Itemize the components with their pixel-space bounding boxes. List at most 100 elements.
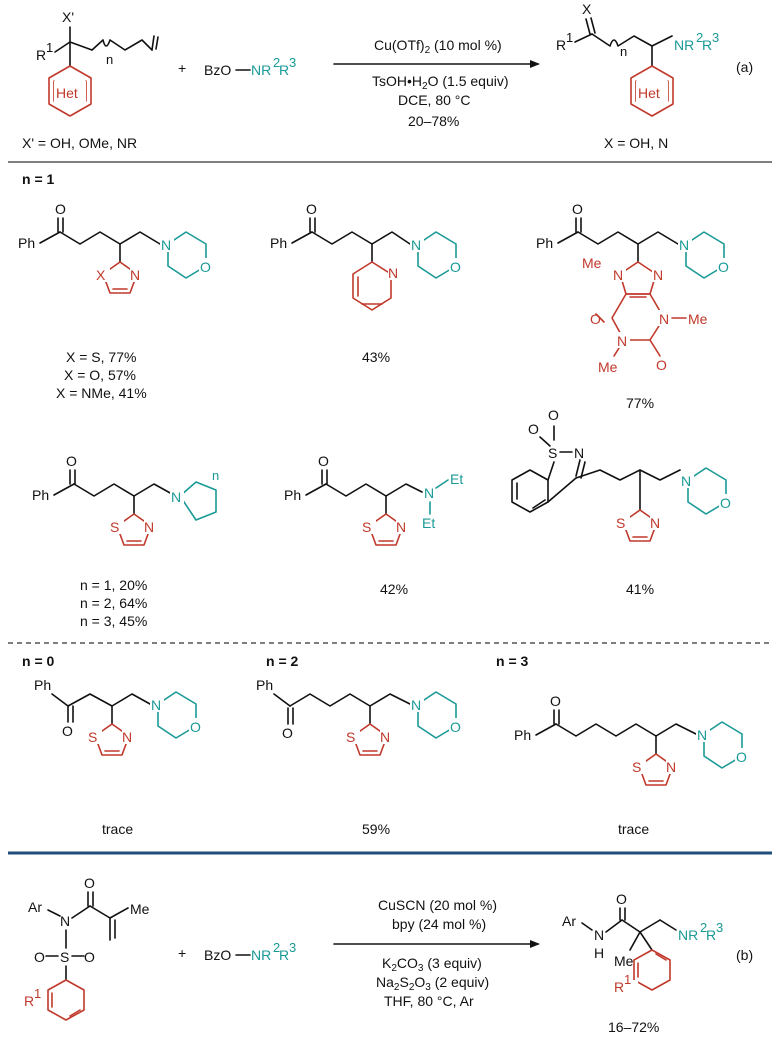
svg-text:N: N: [122, 729, 132, 745]
svg-text:O: O: [66, 453, 77, 469]
svg-text:BzO: BzO: [204, 947, 231, 963]
compound-n0: Ph O S N N O trace: [34, 677, 203, 837]
svg-text:Me: Me: [614, 953, 634, 969]
svg-text:N: N: [60, 913, 70, 929]
svg-text:O: O: [84, 949, 95, 965]
svg-text:N: N: [411, 237, 421, 253]
svg-text:N: N: [388, 265, 398, 281]
svg-text:R: R: [279, 947, 289, 963]
compound-n2: Ph O S N N O 59%: [256, 677, 463, 837]
yield-n2: 59%: [362, 821, 390, 837]
svg-text:O: O: [450, 259, 461, 275]
svg-text:O: O: [450, 719, 461, 735]
svg-text:N: N: [130, 267, 140, 283]
svg-text:77%: 77%: [626, 395, 654, 411]
svg-text:N: N: [151, 697, 161, 713]
svg-text:Ph: Ph: [34, 677, 51, 693]
svg-text:N: N: [574, 445, 584, 461]
svg-text:Het: Het: [638, 85, 660, 101]
svg-text:R: R: [556, 37, 566, 53]
svg-text:TsOH•H2O (1.5 equiv): TsOH•H2O (1.5 equiv): [372, 73, 509, 92]
svg-text:Ph: Ph: [18, 235, 35, 251]
svg-text:Ph: Ph: [514, 727, 531, 743]
svg-text:2: 2: [700, 920, 707, 935]
svg-text:N: N: [171, 489, 181, 505]
svg-text:O: O: [62, 723, 73, 739]
svg-text:X: X: [582, 1, 592, 17]
svg-text:n = 1, 20%: n = 1, 20%: [80, 577, 147, 593]
svg-text:1: 1: [566, 30, 573, 45]
scheme-a-starting-material: X' R 1 n Het X' = OH, OMe, NR: [22, 9, 159, 151]
svg-text:Et: Et: [450, 471, 463, 487]
svg-text:S: S: [110, 519, 119, 535]
scheme-b-label: (b): [736, 947, 753, 963]
svg-text:42%: 42%: [380, 581, 408, 597]
svg-text:R: R: [702, 37, 712, 53]
svg-text:DCE, 80 °C: DCE, 80 °C: [398, 92, 471, 108]
svg-text:n: n: [106, 52, 113, 67]
svg-text:O: O: [84, 875, 95, 891]
svg-text:O: O: [528, 421, 539, 437]
svg-text:N: N: [380, 729, 390, 745]
scheme-a: X' R 1 n Het X' = OH, OMe, NR + BzO NR 2: [22, 1, 753, 151]
scheme-a-reagent: BzO NR 2 R 3: [204, 55, 296, 78]
svg-text:n: n: [212, 468, 219, 483]
compound-thiazole-cycloamine: Ph O S N N n n = 1, 20% n = 2, 64% n = 3…: [32, 453, 219, 629]
svg-text:n = 3, 45%: n = 3, 45%: [80, 613, 147, 629]
svg-text:S: S: [346, 729, 355, 745]
svg-text:O: O: [550, 693, 561, 709]
svg-text:R: R: [279, 62, 289, 78]
svg-text:N: N: [411, 697, 421, 713]
section-n2-header: n = 2: [266, 653, 299, 669]
compound-n3: Ph O S N N O trace: [514, 693, 749, 837]
svg-text:NR: NR: [251, 947, 271, 963]
scheme-a-label: (a): [736, 59, 753, 75]
svg-text:O: O: [200, 259, 211, 275]
svg-text:X = NMe, 41%: X = NMe, 41%: [56, 385, 147, 401]
svg-text:N: N: [424, 485, 434, 501]
svg-text:43%: 43%: [362, 349, 390, 365]
scheme-b-starting-material: Ar N O Me S O O R 1: [24, 875, 150, 1021]
svg-text:2: 2: [273, 55, 280, 70]
sm-r1-label: R: [36, 47, 46, 63]
svg-text:3: 3: [289, 940, 296, 955]
svg-text:NR: NR: [251, 62, 271, 78]
svg-text:X = O, 57%: X = O, 57%: [64, 367, 136, 383]
svg-text:O: O: [282, 725, 293, 741]
svg-text:Me: Me: [688, 311, 708, 327]
svg-text:O: O: [616, 891, 627, 907]
x-note: X = OH, N: [604, 135, 668, 151]
svg-text:2: 2: [696, 30, 703, 45]
yield-n3: trace: [618, 821, 649, 837]
svg-text:N: N: [144, 519, 154, 535]
svg-text:O: O: [736, 749, 747, 765]
svg-text:bpy (24 mol %): bpy (24 mol %): [392, 916, 486, 932]
compound-pyridine-morpholine: Ph O N N O 43%: [270, 201, 463, 365]
svg-text:N: N: [659, 311, 669, 327]
svg-text:Me: Me: [582, 255, 602, 271]
svg-text:N: N: [681, 473, 691, 489]
svg-text:3: 3: [712, 30, 719, 45]
svg-text:S: S: [632, 759, 641, 775]
svg-text:n: n: [620, 44, 627, 59]
svg-text:3: 3: [716, 920, 723, 935]
svg-text:Ar: Ar: [562, 913, 576, 929]
svg-text:NR: NR: [678, 927, 698, 943]
svg-text:THF, 80 °C, Ar: THF, 80 °C, Ar: [384, 993, 474, 1009]
svg-text:O: O: [656, 357, 667, 373]
svg-text:Ar: Ar: [28, 899, 42, 915]
svg-text:Et: Et: [422, 515, 435, 531]
svg-text:S: S: [362, 519, 371, 535]
compound-benzisothiazole-morpholine: O S O N S N N O 41%: [511, 407, 733, 597]
xprime-note: X' = OH, OMe, NR: [22, 135, 137, 151]
svg-text:+: +: [178, 945, 186, 961]
svg-text:N: N: [613, 267, 623, 283]
svg-text:NR: NR: [674, 37, 694, 53]
svg-text:Na2S2O3 (2 equiv): Na2S2O3 (2 equiv): [376, 974, 489, 993]
svg-text:CuSCN (20 mol %): CuSCN (20 mol %): [378, 897, 497, 913]
svg-text:O: O: [548, 407, 559, 423]
svg-text:O: O: [318, 453, 329, 469]
svg-text:Ph: Ph: [284, 487, 301, 503]
svg-text:O: O: [718, 259, 729, 275]
svg-text:R: R: [706, 927, 716, 943]
